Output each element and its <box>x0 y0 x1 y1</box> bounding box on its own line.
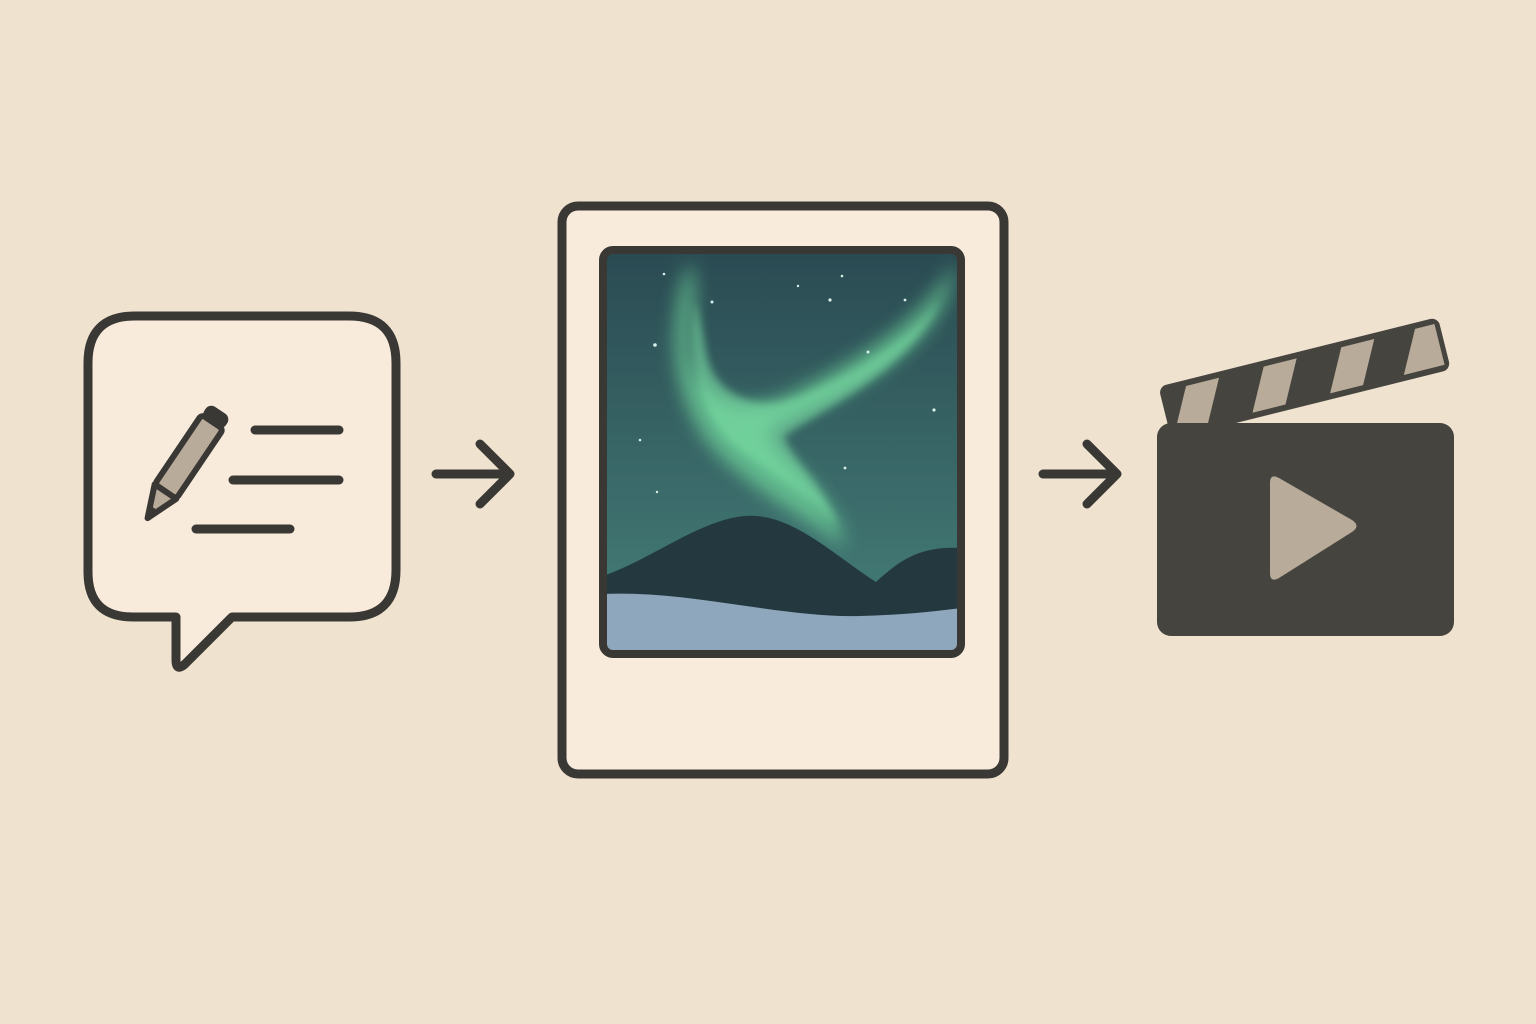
text-lines-icon <box>191 425 344 534</box>
text-prompt-node <box>83 311 401 672</box>
speech-bubble-icon <box>83 311 401 672</box>
stars <box>638 272 936 494</box>
arrow-right-icon <box>431 439 515 509</box>
aurora-landscape-image <box>603 250 961 654</box>
pencil-icon <box>144 405 229 522</box>
play-button-icon <box>1270 476 1357 580</box>
image-node <box>557 201 1009 779</box>
video-node <box>1157 318 1454 636</box>
clapperboard-top <box>1160 318 1450 438</box>
arrow-right-icon <box>1038 439 1122 509</box>
photo-border <box>599 246 965 658</box>
